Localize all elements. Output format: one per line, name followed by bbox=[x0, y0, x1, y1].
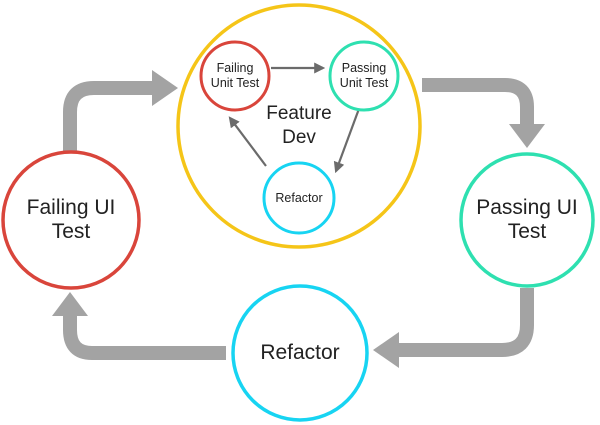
failing-unit-test-circle bbox=[199, 40, 271, 112]
failing-ui-test-circle bbox=[1, 150, 141, 290]
outer-arrow-passing-to-refactor bbox=[373, 288, 534, 368]
inner-arrow-passing-to-refactor bbox=[333, 105, 362, 174]
feature-dev-title: Feature Dev bbox=[266, 103, 332, 148]
inner-refactor-label: Refactor bbox=[275, 190, 323, 205]
passing-ui-test-label: Passing UI Test bbox=[476, 195, 578, 243]
failing-unit-test-label: Failing Unit Test bbox=[210, 61, 260, 90]
failing-ui-test-label: Failing UI Test bbox=[26, 195, 116, 243]
passing-unit-test-label: Passing Unit Test bbox=[339, 61, 389, 90]
passing-ui-test-circle bbox=[459, 152, 595, 288]
outer-arrow-failing-to-feature bbox=[63, 70, 178, 152]
passing-unit-test-circle bbox=[328, 40, 400, 112]
inner-refactor-circle bbox=[262, 161, 336, 235]
outer-arrow-refactor-to-failing bbox=[52, 292, 226, 360]
refactor-circle bbox=[231, 284, 369, 422]
outer-arrow-feature-to-passing bbox=[422, 78, 545, 148]
refactor-label: Refactor bbox=[260, 340, 340, 364]
inner-arrow-refactor-to-failing bbox=[228, 116, 267, 167]
